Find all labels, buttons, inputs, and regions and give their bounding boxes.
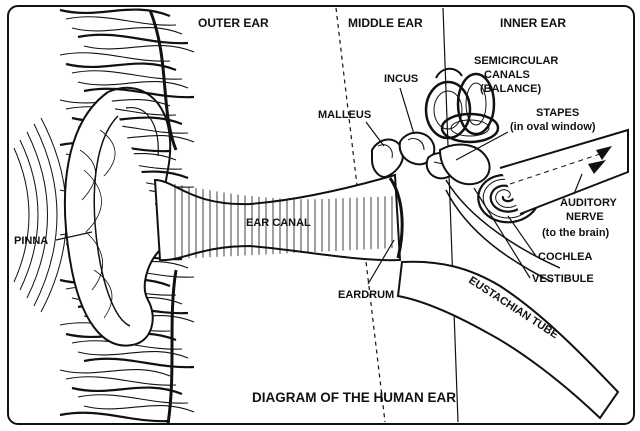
- leader-eardrum: [367, 239, 395, 285]
- label-incus: INCUS: [384, 73, 418, 85]
- middle-inner-divider: [442, 7, 459, 423]
- leader-vestibule: [473, 187, 531, 279]
- leader-stapes: [455, 131, 509, 161]
- section-inner-ear: INNER EAR: [500, 16, 566, 30]
- label-auditory-1: AUDITORY: [560, 197, 618, 209]
- auditory-nerve: [499, 128, 629, 215]
- sound-waves: [13, 117, 67, 313]
- label-semicircular-2: CANALS: [484, 69, 530, 81]
- section-outer-ear: OUTER EAR: [198, 16, 269, 30]
- label-malleus: MALLEUS: [318, 109, 371, 121]
- eardrum: [388, 177, 404, 259]
- label-ear-canal: EAR CANAL: [246, 217, 311, 229]
- label-eardrum: EARDRUM: [338, 289, 394, 301]
- label-cochlea: COCHLEA: [538, 251, 592, 263]
- section-middle-ear: MIDDLE EAR: [348, 16, 423, 30]
- eustachian-tube: [396, 260, 620, 420]
- pinna: [63, 86, 172, 347]
- leader-incus: [399, 87, 415, 135]
- diagram-title: DIAGRAM OF THE HUMAN EAR: [252, 390, 456, 405]
- ossicles: [371, 131, 458, 180]
- label-semicircular-1: SEMICIRCULAR: [474, 55, 558, 67]
- semicircular-canals: [424, 67, 500, 144]
- label-auditory-3: (to the brain): [542, 227, 610, 239]
- leader-auditory: [573, 173, 583, 195]
- label-stapes-1: STAPES: [536, 107, 579, 119]
- label-vestibule: VESTIBULE: [532, 273, 594, 285]
- leader-pinna: [55, 231, 93, 241]
- malleus-bone: [371, 138, 404, 178]
- label-semicircular-3: (BALANCE): [480, 83, 541, 95]
- diagram-frame: [7, 5, 635, 425]
- label-auditory-2: NERVE: [566, 211, 604, 223]
- ear-canal: [153, 173, 402, 262]
- vestibule-body: [438, 143, 491, 186]
- leader-cochlea: [507, 215, 537, 257]
- leader-malleus: [365, 121, 385, 147]
- label-stapes-2: (in oval window): [510, 121, 596, 133]
- label-pinna: PINNA: [14, 235, 48, 247]
